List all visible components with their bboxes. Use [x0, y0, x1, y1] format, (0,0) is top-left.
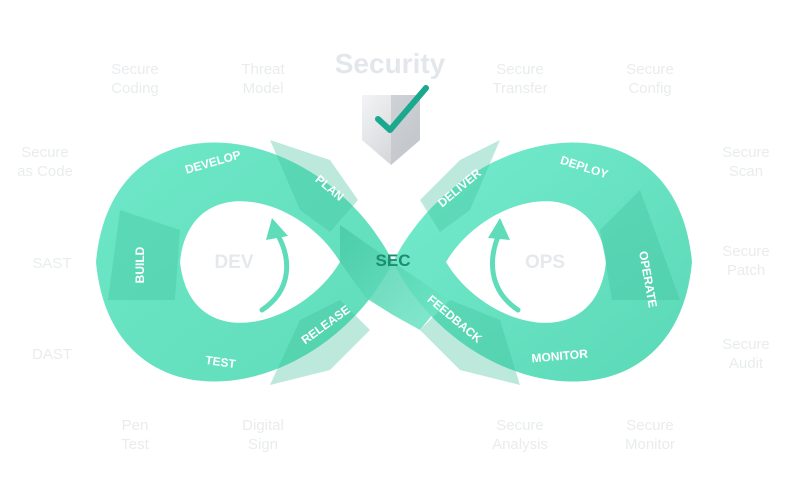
practice-secure-coding: Secure Coding	[111, 61, 159, 97]
left-loop	[96, 142, 393, 382]
stage-build: BUILD	[133, 246, 147, 283]
center-crossing	[340, 225, 446, 330]
ops-loop-arrowhead	[488, 218, 510, 240]
practice-digital-sign: Digital Sign	[242, 417, 284, 453]
segment-shading	[108, 140, 680, 385]
practice-secure-patch: Secure Patch	[722, 243, 770, 279]
right-loop	[393, 142, 692, 382]
ops-loop-arrow	[490, 229, 521, 313]
dev-loop-arrowhead	[266, 218, 288, 240]
practice-secure-config: Secure Config	[626, 61, 674, 97]
center-label-sec: SEC	[376, 251, 411, 270]
dev-loop-arrow	[259, 229, 290, 313]
stage-test: TEST	[204, 353, 237, 371]
practice-pen-test: Pen Test	[121, 417, 149, 453]
practice-sast: SAST	[32, 255, 72, 272]
practice-secure-audit: Secure Audit	[722, 336, 770, 372]
practice-secure-as-code: Secure as Code	[17, 144, 73, 180]
practice-secure-scan: Secure Scan	[722, 144, 770, 180]
practice-threat-model: Threat Model	[241, 61, 285, 97]
loop-label-ops: OPS	[525, 252, 565, 273]
practice-secure-monitor: Secure Monitor	[624, 417, 676, 453]
loop-label-dev: DEV	[214, 252, 253, 273]
stage-monitor: MONITOR	[531, 347, 589, 366]
practice-secure-transfer: Secure Transfer	[492, 61, 548, 97]
practice-secure-analysis: Secure Analysis	[492, 417, 548, 453]
practice-dast: DAST	[31, 346, 72, 363]
shield-check-icon	[362, 85, 429, 165]
diagram-title: Security	[334, 48, 446, 79]
